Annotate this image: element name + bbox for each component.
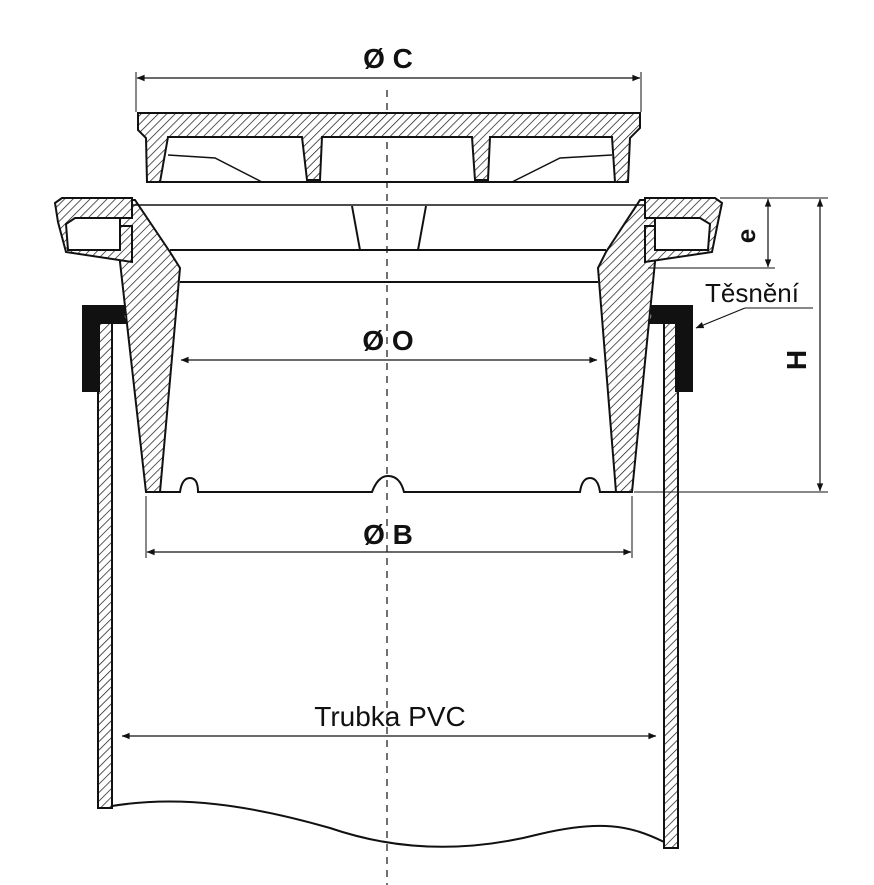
pipe-wall-right <box>663 317 679 849</box>
dimension-b: Ø B <box>145 496 633 558</box>
dimension-h: H <box>634 197 828 493</box>
pvc-pipe <box>97 317 679 849</box>
label-dia-o: Ø O <box>362 325 413 356</box>
label-dia-b: Ø B <box>363 519 413 550</box>
pipe-wall-left <box>97 317 113 809</box>
label-pipe: Trubka PVC <box>314 701 465 732</box>
label-h: H <box>781 350 812 370</box>
dimension-e: e <box>648 198 775 269</box>
dimension-o: Ø O <box>180 325 598 364</box>
label-e: e <box>731 229 761 243</box>
seal-callout: Těsnění <box>695 278 813 329</box>
label-seal: Těsnění <box>705 278 800 308</box>
cover-lid <box>137 112 641 183</box>
dimension-c: Ø C <box>135 43 642 112</box>
label-dia-c: Ø C <box>363 43 413 74</box>
pipe-break-line <box>111 800 665 848</box>
frame-body <box>53 197 724 493</box>
dimension-pipe: Trubka PVC <box>121 701 657 740</box>
